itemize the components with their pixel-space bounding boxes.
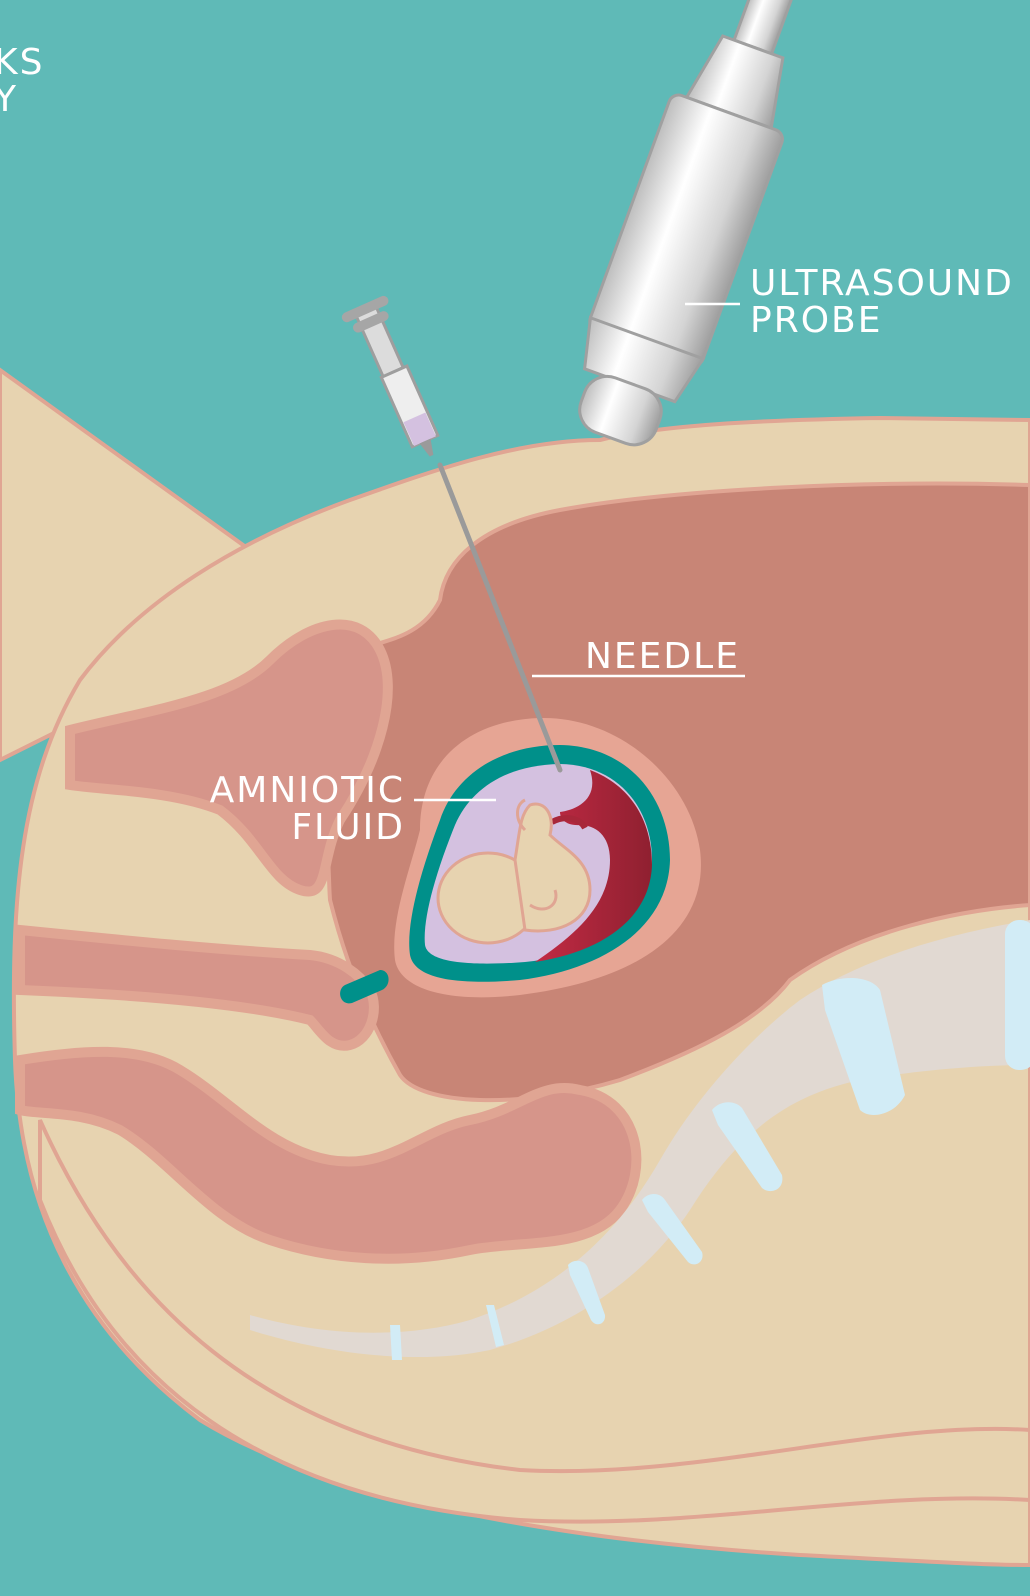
corner-label: KS Y (0, 44, 44, 118)
probe-label-line1: ULTRASOUND (750, 265, 1014, 302)
probe-label-line2: PROBE (750, 302, 1014, 339)
fluid-label-line2: FLUID (200, 809, 405, 846)
fluid-label: AMNIOTIC FLUID (200, 772, 405, 846)
fluid-label-line1: AMNIOTIC (200, 772, 405, 809)
probe-label: ULTRASOUND PROBE (750, 265, 1014, 339)
corner-label-line2: Y (0, 81, 44, 118)
needle-label: NEEDLE (585, 638, 740, 675)
corner-label-line1: KS (0, 44, 44, 81)
